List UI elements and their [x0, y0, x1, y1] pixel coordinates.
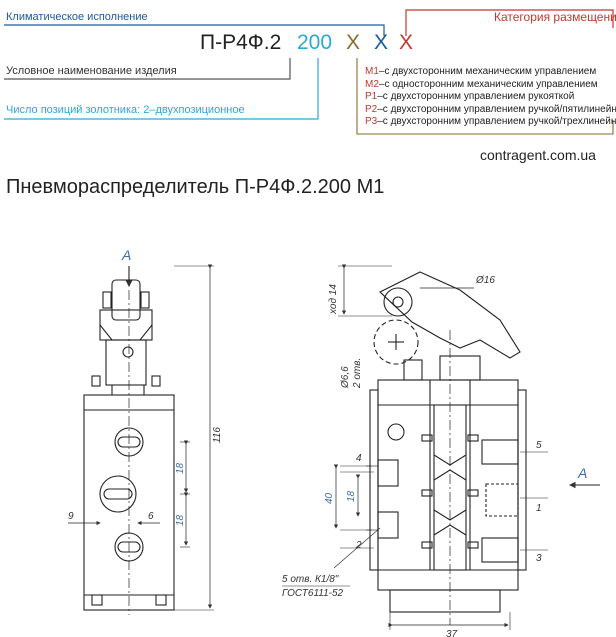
side-view — [333, 264, 600, 630]
dim-116: 116 — [212, 427, 223, 443]
code-x-climate: X — [374, 31, 389, 54]
option-item: М2–с односторонним механическим управлен… — [365, 78, 598, 90]
code-x-category: X — [399, 31, 414, 54]
dim-40: 40 — [324, 492, 335, 504]
dim-5-holes: 5 отв. К1/8" — [282, 574, 339, 585]
option-item: Р3–с двухсторонним управлением ручкой/тр… — [365, 116, 616, 127]
dim-stroke: ход 14 — [328, 284, 339, 315]
dim-18-a: 18 — [175, 462, 186, 474]
technical-drawing: А — [68, 247, 600, 637]
code-x-control: X — [346, 31, 361, 54]
dim-d66: Ø6,6 — [340, 366, 351, 389]
code-base: П-Р4Ф.2 — [200, 31, 282, 54]
front-view: А — [68, 247, 214, 615]
dim-18-b: 18 — [175, 514, 186, 526]
dim-9: 9 — [68, 511, 74, 522]
port-5: 5 — [536, 440, 542, 451]
port-3: 3 — [536, 553, 542, 564]
option-item: М1–с двухсторонним механическим управлен… — [365, 66, 597, 77]
dim-gost: ГОСТ6111-52 — [282, 588, 344, 599]
dim-d16: Ø16 — [475, 275, 495, 286]
dim-18-c: 18 — [346, 490, 357, 502]
name-label: Условное наименование изделия — [6, 65, 177, 77]
dim-37: 37 — [446, 629, 458, 637]
view-label-right: А — [577, 465, 587, 481]
dim-4: 4 — [356, 453, 362, 464]
dim-2: 2 — [355, 540, 362, 551]
code-positions: 200 — [297, 31, 333, 54]
port-1: 1 — [536, 503, 542, 514]
page-title: Пневмораспределитель П-Р4Ф.2.200 М1 — [6, 176, 385, 198]
legend-lines — [4, 9, 614, 135]
dim-6: 6 — [148, 511, 154, 522]
options-list: М1–с двухсторонним механическим управлен… — [365, 66, 616, 129]
site-url: contragent.com.ua — [480, 147, 596, 163]
climate-label: Климатическое исполнение — [6, 11, 148, 23]
view-label-left: А — [121, 247, 131, 263]
dim-2-holes: 2 отв. — [352, 358, 363, 389]
category-label: Категория размещения — [494, 10, 616, 24]
option-item: Р2–с двухсторонним управлением ручкой/пя… — [365, 103, 616, 115]
positions-label: Число позиций золотника: 2–двухпозиционн… — [6, 104, 245, 116]
option-item: Р1–с двухсторонним управлением рукояткой — [365, 91, 575, 102]
